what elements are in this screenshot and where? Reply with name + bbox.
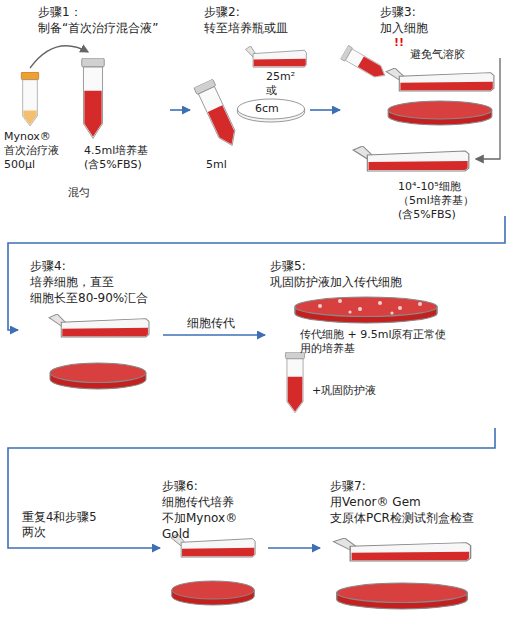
step-description: 巩固防护液加入传代细胞: [270, 274, 470, 290]
protection-tube: [285, 352, 304, 413]
step-heading: 步骤3:: [380, 4, 510, 20]
add-line: [476, 58, 500, 159]
culture-flask: [246, 46, 307, 67]
annotation-label: +巩固防护液: [312, 384, 402, 398]
step-description: 加入细胞: [380, 20, 510, 36]
step-heading: 步骤6:: [162, 478, 267, 494]
step-node: 步骤7:用Venor® Gem 支原体PCR检测试剂盒检查: [320, 478, 515, 625]
flow-arrow: [163, 334, 265, 336]
annotation-label: 4.5ml培养基 (含5%FBS): [84, 144, 160, 172]
culture-flask: [386, 68, 494, 91]
step-heading: 步骤2:: [204, 4, 308, 20]
cell-tube: [340, 45, 389, 82]
step-heading: 步骤4:: [30, 258, 152, 274]
edge-label: 重复4和步骤5 两次: [20, 510, 116, 540]
step-node: 步骤1：制备“首次治疗混合液”: [8, 4, 170, 216]
step-description: 转至培养瓶或皿: [204, 20, 308, 36]
culture-dish: [172, 581, 255, 605]
flow-arrow: [8, 428, 495, 548]
culture-dish: [388, 101, 492, 125]
annotation-label: 6cm: [255, 102, 289, 116]
step-description: 制备“首次治疗混合液”: [38, 20, 168, 36]
flow-arrow: [310, 109, 340, 111]
step-heading: 步骤5:: [270, 258, 470, 274]
culture-dish: [50, 363, 146, 389]
annotation-label: 传代细胞 + 9.5ml原有正常使用的培养基: [300, 328, 450, 356]
passaged-dish: [295, 297, 437, 323]
annotation-label: !!: [394, 36, 414, 50]
step-heading: 步骤7:: [330, 478, 490, 494]
annotation-label: 或: [266, 84, 286, 98]
flow-arrow: [170, 109, 190, 111]
flow-arrow: [268, 547, 320, 549]
step-description: 培养细胞，直至 细胞长至80-90%汇合: [30, 274, 152, 306]
flow-arrow: [8, 216, 505, 330]
annotation-label: 25m²: [266, 70, 306, 84]
step-node: 步骤6:细胞传代培养 不加Mynox® Gold: [160, 478, 268, 625]
culture-dish: [237, 99, 304, 122]
step-description: 用Venor® Gem 支原体PCR检测试剂盒检查: [330, 494, 490, 526]
step-node: 步骤4:培养细胞，直至 细胞长至80-90%汇合: [18, 258, 163, 423]
culture-flask: [49, 314, 149, 337]
transfer-arrow: [30, 46, 88, 68]
pour-tube: [194, 79, 242, 150]
annotation-label: Mynox® 首次治疗液 500µl: [4, 130, 70, 172]
culture-dish: [337, 583, 468, 609]
annotation-label: 5ml: [206, 158, 246, 172]
medium-tube: [82, 58, 105, 138]
annotation-label: 混匀: [68, 186, 108, 200]
culture-flask: [353, 146, 469, 171]
mynox-tube: [21, 72, 38, 126]
step-heading: 步骤1：: [38, 4, 168, 20]
cell-dots: [318, 299, 422, 315]
annotation-label: 10⁴-10⁵细胞 （5ml培养基） (含5%FBS): [398, 180, 490, 222]
step-node: 步骤2:转至培养瓶或皿: [190, 4, 310, 216]
annotation-label: 避免气溶胶: [410, 48, 490, 62]
culture-flask: [333, 538, 470, 561]
edge-label: 细胞传代: [185, 316, 237, 331]
step-description: 细胞传代培养 不加Mynox® Gold: [162, 494, 267, 542]
